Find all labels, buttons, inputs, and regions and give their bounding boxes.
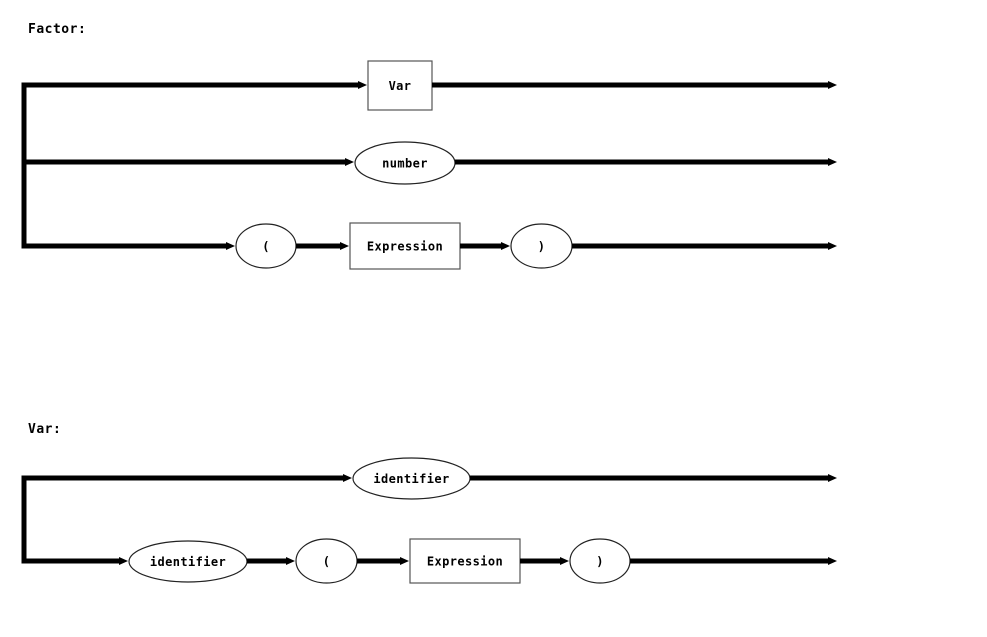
node-label-factor-lparen: ( — [262, 240, 270, 254]
node-var-expression — [409, 538, 521, 584]
branch-var-branch-identifier: identifier — [24, 457, 837, 500]
diagram-title-var: Var: — [28, 422, 61, 437]
diagram-title-factor: Factor: — [28, 22, 86, 37]
node-factor-expression — [349, 222, 461, 270]
node-label-factor-expression: Expression — [367, 240, 443, 254]
node-label-factor-number: number — [382, 157, 428, 171]
node-label-factor-var: Var — [389, 79, 412, 93]
node-label-var-lparen: ( — [323, 555, 331, 569]
branch-var-branch-indexed: identifier ( Expression) — [24, 538, 837, 584]
node-label-factor-rparen: ) — [538, 240, 546, 254]
diagram-factor: Factor: Var number ( Expression) — [21, 22, 837, 270]
branch-factor-branch-var: Var — [24, 60, 837, 111]
node-label-var-identifier-simple: identifier — [373, 472, 449, 486]
node-label-var-identifier-indexed: identifier — [150, 555, 226, 569]
node-factor-var — [367, 60, 433, 111]
node-label-var-expression: Expression — [427, 555, 503, 569]
diagram-var: Var: identifier identifier ( Expression) — [21, 422, 837, 584]
node-label-var-rparen: ) — [596, 555, 604, 569]
branch-factor-branch-number: number — [24, 141, 837, 185]
branch-factor-branch-paren: ( Expression) — [24, 222, 837, 270]
